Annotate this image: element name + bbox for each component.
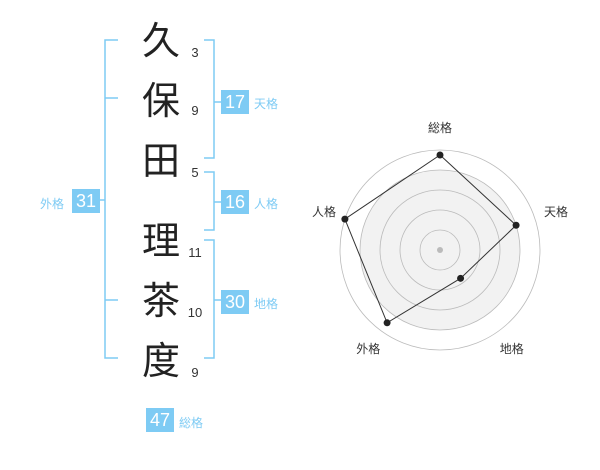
stroke-count-6: 9 <box>191 365 199 380</box>
soukaku-label: 総格 <box>179 416 204 430</box>
radar-point <box>383 319 391 327</box>
name-char-1: 久 <box>141 19 180 63</box>
jinkaku-value: 16 <box>221 190 249 214</box>
radar-point <box>457 274 465 282</box>
radar-ring <box>399 209 481 291</box>
tenkaku-bracket <box>204 39 215 159</box>
radar-ring <box>379 189 501 311</box>
soukaku-value: 47 <box>146 408 174 432</box>
jinkaku-label: 人格 <box>254 197 279 211</box>
chikaku-label: 地格 <box>254 297 279 311</box>
stroke-count-1: 3 <box>191 45 199 60</box>
chikaku-value: 30 <box>221 290 249 314</box>
stroke-count-5: 10 <box>187 305 203 320</box>
name-char-3: 田 <box>141 139 180 183</box>
name-char-4: 理 <box>141 219 180 263</box>
radar-label-chikaku: 地格 <box>499 341 524 356</box>
radar-polygon <box>344 154 517 324</box>
radar-point <box>512 221 520 229</box>
radar-point <box>341 215 349 223</box>
name-char-2: 保 <box>141 79 180 123</box>
stroke-count-2: 9 <box>191 103 199 118</box>
chikaku-bracket <box>204 239 215 359</box>
gaikaku-value: 31 <box>72 189 100 213</box>
tenkaku-label: 天格 <box>254 97 279 111</box>
stroke-count-4: 11 <box>188 245 202 260</box>
name-char-6: 度 <box>141 339 180 383</box>
gaikaku-label: 外格 <box>40 197 65 211</box>
radar-label-soukaku: 総格 <box>428 121 453 135</box>
radar-center <box>437 247 443 253</box>
radar-point <box>436 151 444 159</box>
radar-ring <box>339 149 541 351</box>
radar-label-gaikaku: 外格 <box>356 341 381 356</box>
radar-label-tenkaku: 天格 <box>544 205 569 220</box>
radar-ring <box>359 169 521 331</box>
radar-label-jinkaku: 人格 <box>311 205 336 220</box>
tenkaku-value: 17 <box>221 90 249 114</box>
gaikaku-bracket <box>104 39 118 359</box>
radar-ring <box>419 229 461 271</box>
name-char-5: 茶 <box>141 279 180 323</box>
jinkaku-bracket <box>204 171 215 231</box>
stroke-count-3: 5 <box>191 165 199 180</box>
